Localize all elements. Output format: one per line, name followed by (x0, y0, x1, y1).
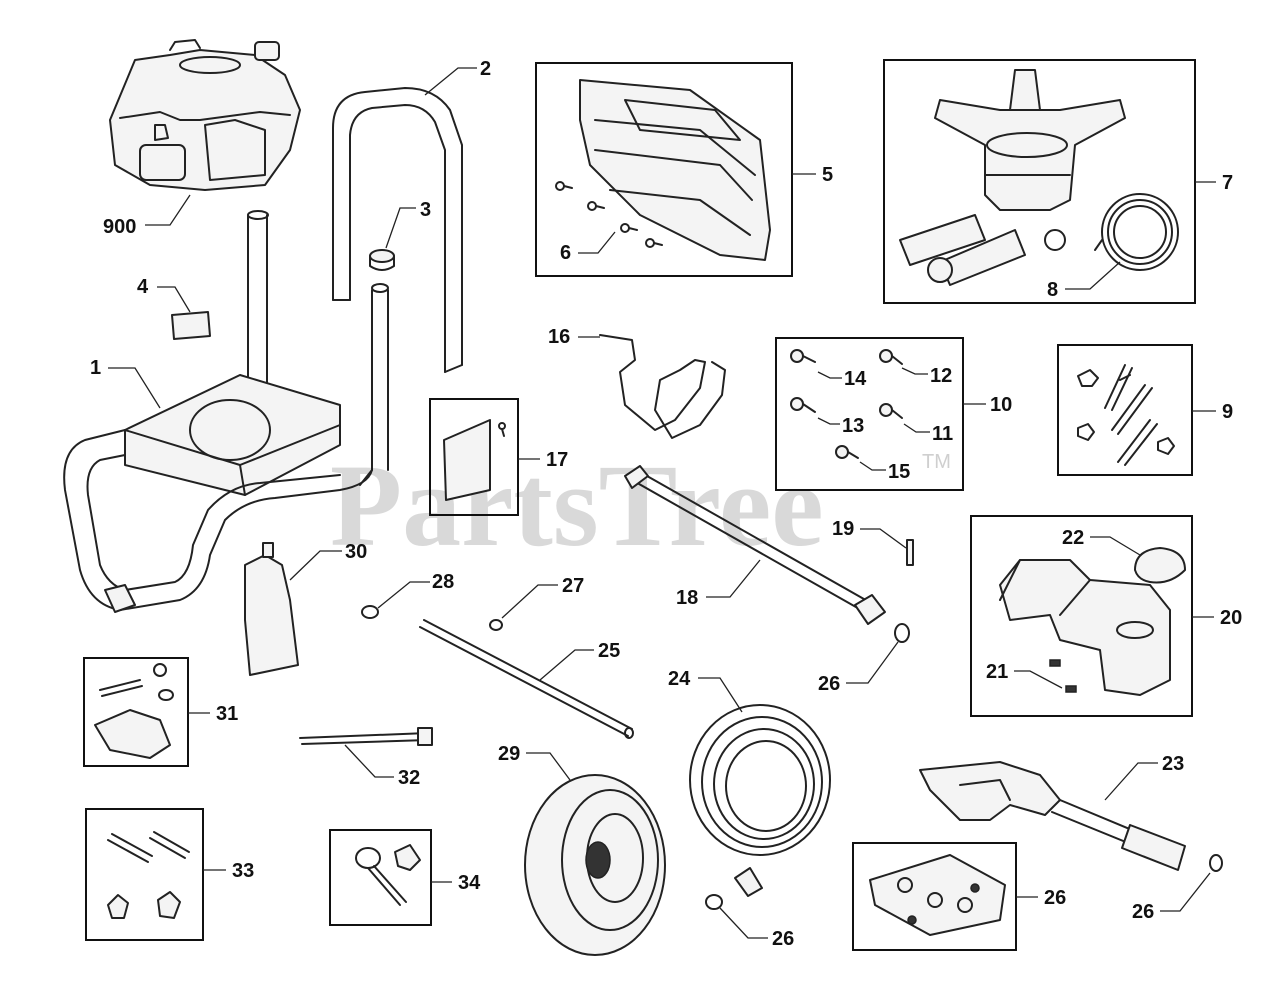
part-hose-reel-24[interactable] (689, 704, 831, 910)
part-engine[interactable] (109, 39, 301, 191)
kit-box-34 (329, 829, 432, 926)
label-31: 31 (216, 703, 238, 725)
watermark: PartsTree (330, 440, 824, 571)
label-4: 4 (137, 276, 149, 298)
part-axle[interactable] (419, 619, 634, 739)
part-bottle[interactable] (244, 542, 299, 676)
kit-box-31 (83, 657, 189, 767)
label-33: 33 (232, 860, 254, 882)
label-24: 24 (668, 668, 691, 690)
label-27: 27 (562, 575, 584, 597)
part-shroud[interactable] (579, 79, 771, 261)
kit-box-20 (970, 515, 1193, 717)
label-26d: 26 (1132, 901, 1154, 923)
label-34: 34 (458, 872, 481, 894)
watermark-trademark: TM (922, 451, 951, 473)
part-wand[interactable] (624, 465, 910, 643)
label-23: 23 (1162, 753, 1184, 775)
part-screws-10[interactable] (790, 349, 903, 459)
label-13: 13 (842, 415, 864, 437)
label-25: 25 (598, 640, 620, 662)
label-20: 20 (1220, 607, 1242, 629)
label-17: 17 (546, 449, 568, 471)
label-32: 32 (398, 767, 420, 789)
part-strap[interactable] (299, 727, 433, 746)
part-decal[interactable] (171, 311, 211, 340)
label-2: 2 (480, 58, 491, 80)
part-gun[interactable] (919, 761, 1223, 872)
part-pump[interactable] (899, 69, 1126, 286)
part-frame[interactable] (63, 210, 389, 613)
label-7: 7 (1222, 172, 1233, 194)
label-900: 900 (103, 216, 136, 238)
part-eyebolt-34[interactable] (355, 844, 421, 906)
part-washer-27[interactable] (489, 619, 503, 631)
part-pin[interactable] (906, 539, 914, 566)
label-1: 1 (90, 357, 101, 379)
part-washer-28[interactable] (361, 605, 379, 619)
label-18: 18 (676, 587, 698, 609)
part-handle[interactable] (332, 87, 463, 373)
label-26b: 26 (772, 928, 794, 950)
part-hose-hook[interactable] (599, 334, 726, 439)
part-wheel[interactable] (524, 774, 666, 956)
label-11: 11 (932, 423, 953, 445)
part-tank-20[interactable] (999, 547, 1186, 696)
kit-box-5 (535, 62, 793, 277)
label-14: 14 (844, 368, 867, 390)
part-screws-6[interactable] (555, 181, 663, 248)
kit-box-10 (775, 337, 964, 491)
label-19: 19 (832, 518, 854, 540)
kit-box-33 (85, 808, 204, 941)
label-8: 8 (1047, 279, 1058, 301)
label-28: 28 (432, 571, 454, 593)
label-5: 5 (822, 164, 833, 186)
label-15: 15 (888, 461, 910, 483)
label-6: 6 (560, 242, 571, 264)
label-30: 30 (345, 541, 367, 563)
label-10: 10 (990, 394, 1012, 416)
part-hose-coil-8[interactable] (1094, 193, 1179, 271)
label-9: 9 (1222, 401, 1233, 423)
part-bolts-33[interactable] (107, 831, 190, 919)
part-foot-31[interactable] (94, 663, 174, 759)
label-26a: 26 (818, 673, 840, 695)
label-22: 22 (1062, 527, 1084, 549)
label-29: 29 (498, 743, 520, 765)
kit-box-17 (429, 398, 519, 516)
part-nozzle-tips[interactable] (869, 854, 1006, 936)
label-3: 3 (420, 199, 431, 221)
label-21: 21 (986, 661, 1008, 683)
part-plate-17[interactable] (443, 419, 506, 501)
kit-box-9 (1057, 344, 1193, 476)
label-16: 16 (548, 326, 570, 348)
part-cap[interactable] (369, 249, 395, 271)
label-26c: 26 (1044, 887, 1066, 909)
label-12: 12 (930, 365, 952, 387)
part-bolts-9[interactable] (1077, 364, 1175, 466)
